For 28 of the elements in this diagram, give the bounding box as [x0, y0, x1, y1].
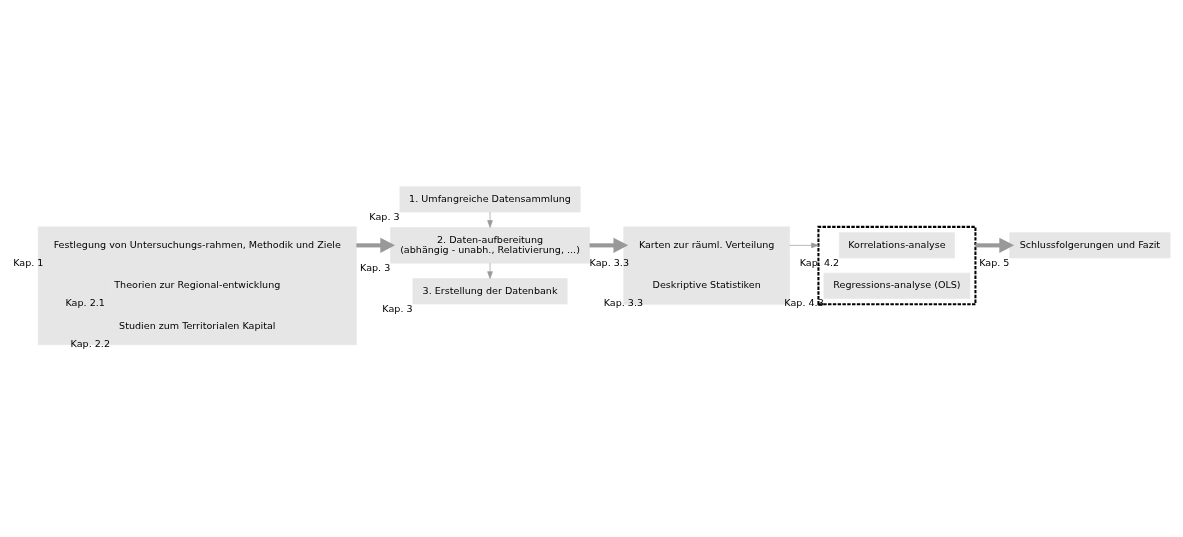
node-label: Kap. 2.1: [65, 297, 105, 309]
node-text: Theorien zur Regional-entwicklung: [114, 279, 281, 291]
node-label: Kap. 3: [382, 302, 413, 314]
node-label: Kap. 3.3: [603, 297, 644, 309]
node-box: Schlussfolgerungen und Fazit: [1009, 232, 1171, 259]
node-label: Kap. 3: [369, 210, 400, 222]
arrow: [356, 237, 395, 254]
node-box: 2. Daten-aufbereitung (abhängig - unabh., Relativierung, ...): [390, 227, 590, 264]
node-label: Kap. 3.3: [589, 256, 630, 268]
node-label: Kap. 4.2: [799, 256, 840, 268]
node-label: Kap. 3: [360, 261, 391, 273]
node-text: Deskriptive Statistiken: [652, 279, 761, 291]
node-box: Korrelations-analyse: [839, 232, 955, 259]
node-box: Regressions-analyse (OLS): [823, 272, 971, 299]
node-label: Kap. 5: [979, 256, 1010, 268]
node-label: Kap. 4.3: [784, 297, 824, 309]
node-text: Studien zum Territorialen Kapital: [119, 319, 276, 331]
arrow: [789, 242, 819, 249]
arrow: [975, 237, 1015, 254]
node-text: Karten zur räuml. Verteilung: [638, 238, 775, 250]
arrow: [589, 237, 629, 254]
node-text: Festlegung von Untersuchungs-rahmen, Methodik und Ziele: [53, 238, 341, 250]
arrow: [487, 211, 493, 228]
arrow: [487, 262, 493, 279]
node-label: Kap. 2.2: [70, 337, 111, 349]
node-box: 1. Umfangreiche Datensammlung: [399, 186, 581, 213]
node-label: Kap. 1: [13, 256, 44, 268]
node-box: 3. Erstellung der Datenbank: [412, 278, 568, 305]
